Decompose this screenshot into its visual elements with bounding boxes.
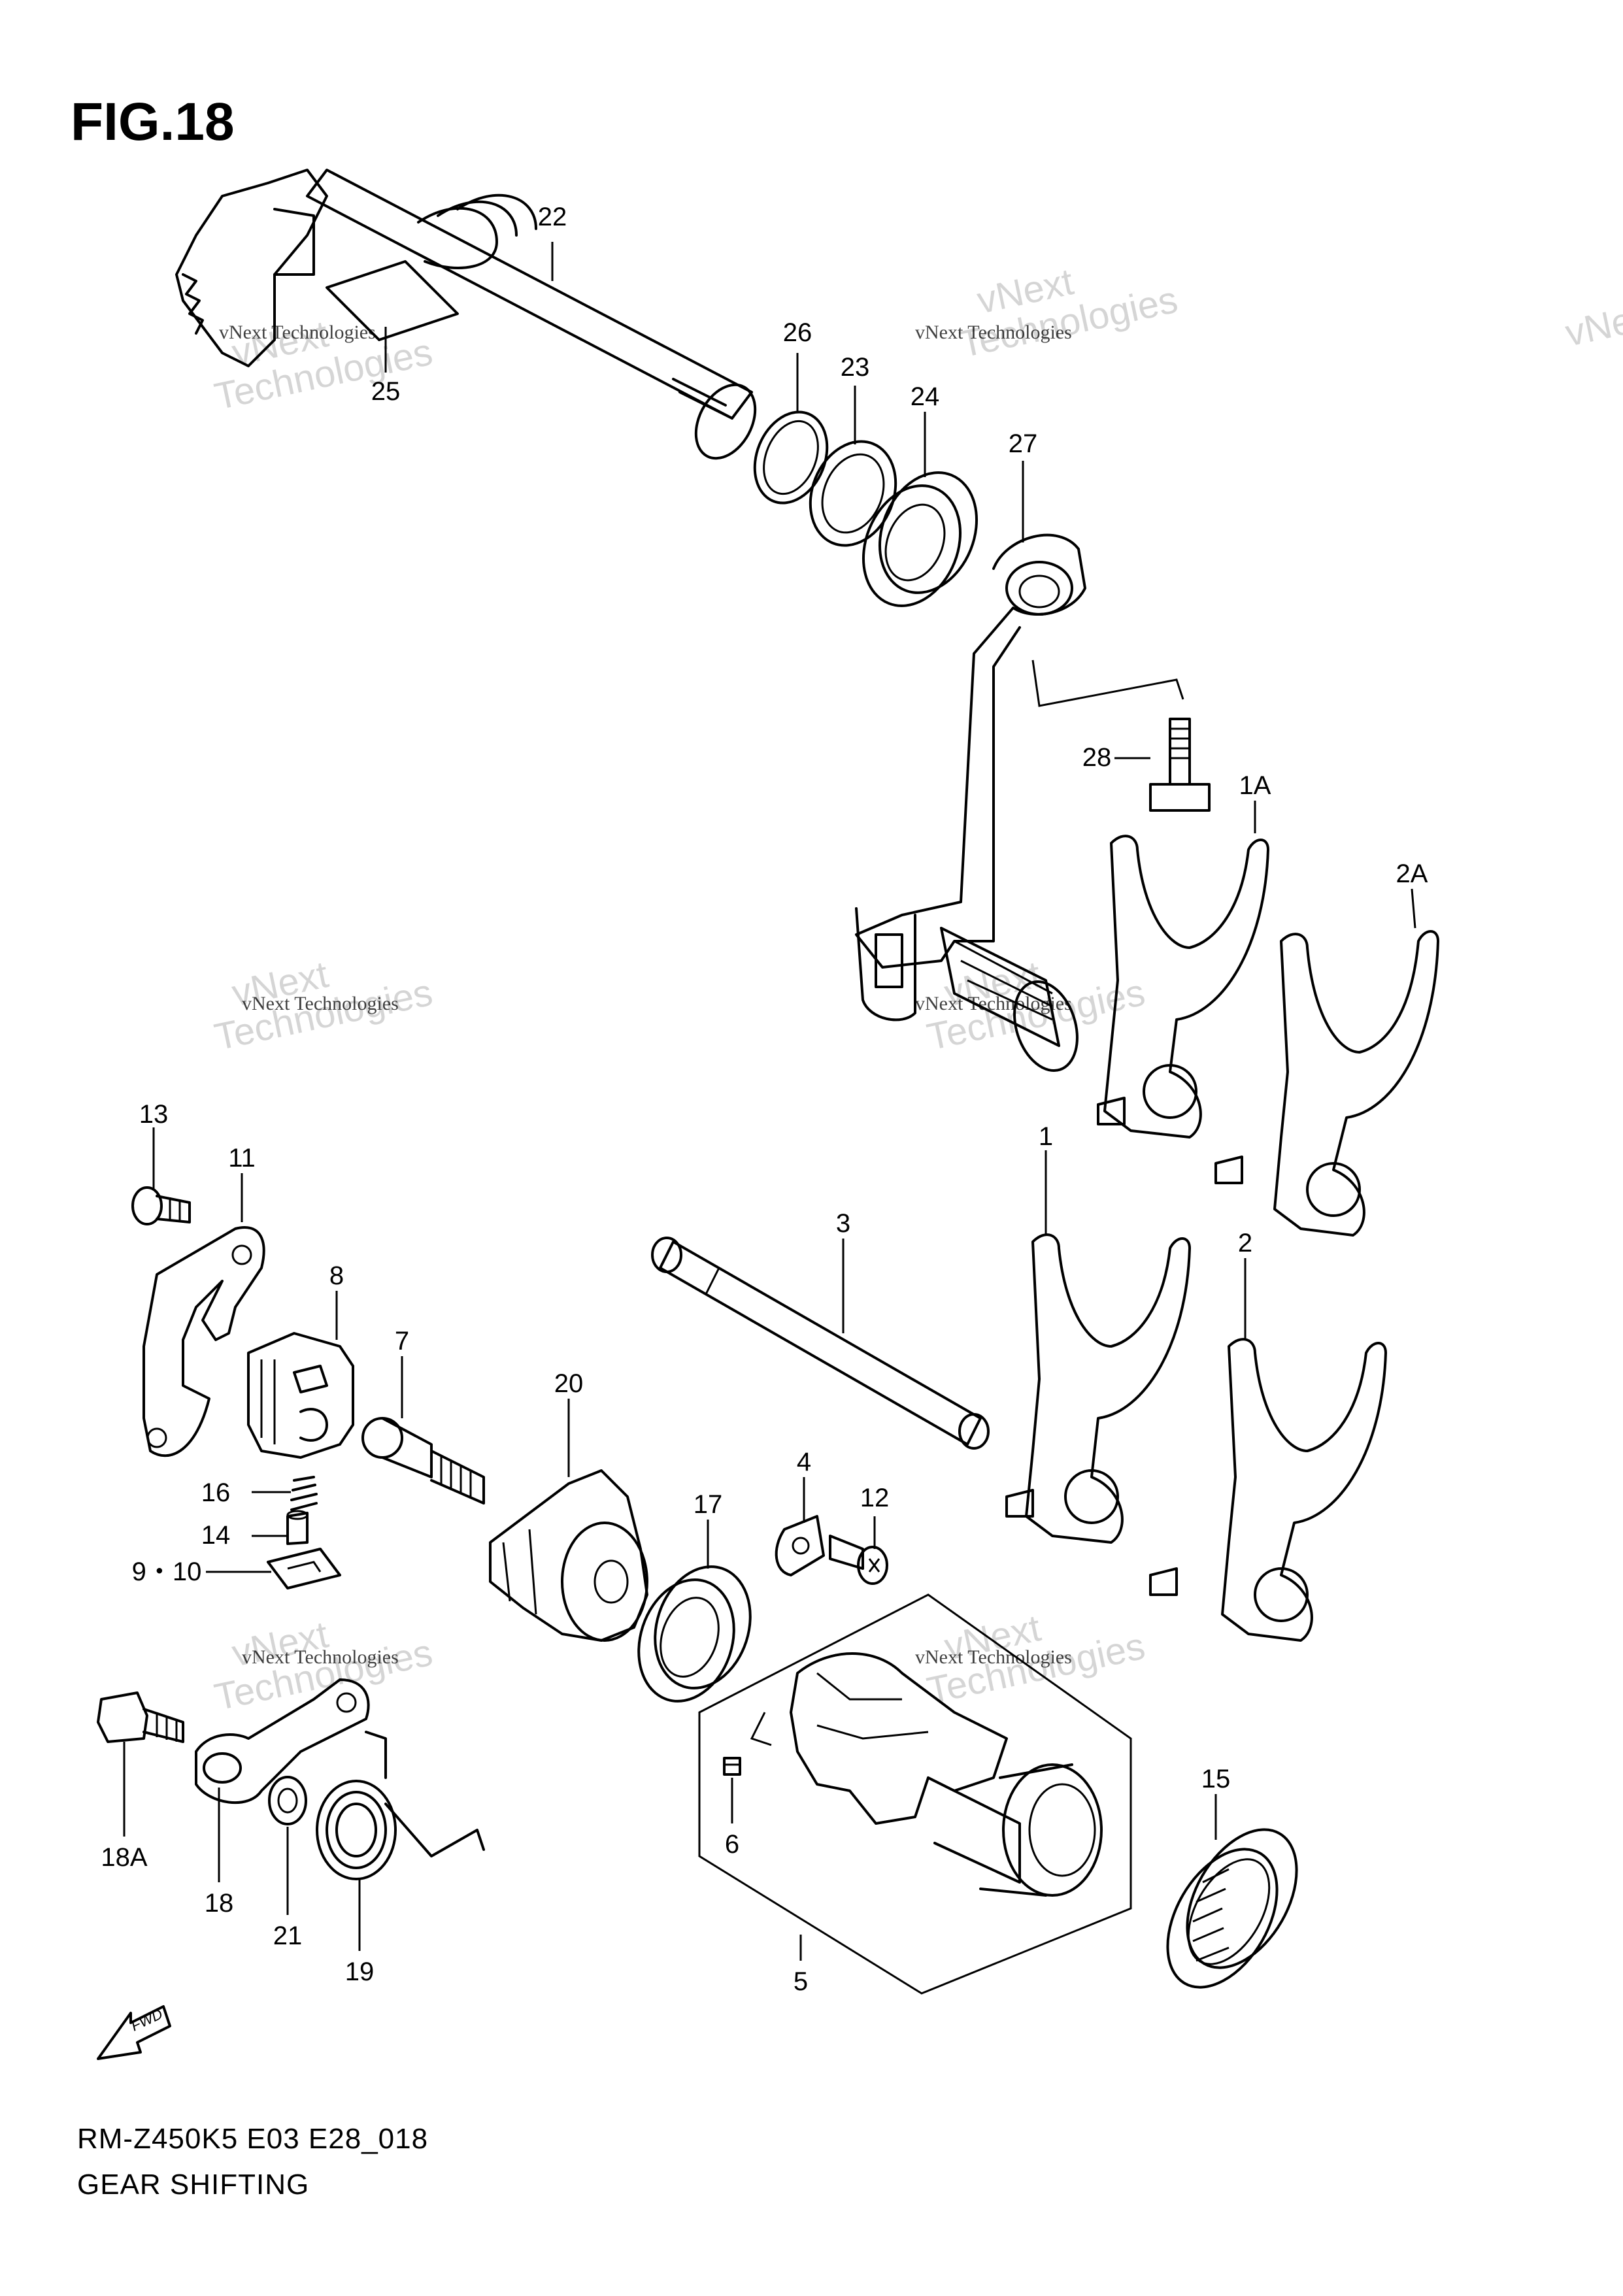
part-17-bearing	[637, 1565, 752, 1703]
callout-14: 14	[201, 1521, 231, 1550]
figure-caption: GEAR SHIFTING	[77, 2169, 310, 2201]
part-18A-bolt	[97, 1691, 184, 1743]
part-12-screw	[829, 1535, 888, 1585]
part-18-gearshift-arm	[195, 1678, 370, 1805]
callout-28: 28	[1082, 743, 1112, 772]
part-2A-shift-fork	[1214, 930, 1439, 1237]
callout-12: 12	[860, 1484, 890, 1512]
part-27-gearshift-lever	[855, 533, 1184, 1073]
part-26-circlip	[753, 410, 829, 505]
part-7-bolt	[361, 1417, 485, 1505]
part-5-gearshift-cam	[698, 1593, 1132, 1995]
part-28-bolt	[1149, 718, 1211, 812]
part-24-oil-seal	[862, 471, 979, 607]
callout-1A: 1A	[1239, 771, 1271, 800]
callout-26: 26	[783, 318, 812, 347]
watermark-line1: vNext	[1562, 293, 1623, 354]
callout-27: 27	[1009, 429, 1038, 458]
callout-18A: 18A	[101, 1843, 147, 1872]
part-9-10-cam-stopper	[267, 1548, 341, 1589]
part-3-fork-shaft	[651, 1237, 990, 1450]
callout-2: 2	[1238, 1229, 1252, 1257]
watermark: vNext Technologies	[956, 260, 1182, 365]
callout-18: 18	[205, 1889, 234, 1918]
callout-labels: 22 25 26 23 24 27 28 1A 2A 13 11 8 7 20 …	[101, 203, 1428, 1996]
figure-title: FIG.18	[71, 92, 235, 152]
callout-23: 23	[841, 353, 870, 382]
part-22-gearshift-shaft	[175, 169, 757, 460]
watermark-small: vNext Technologies	[219, 322, 376, 343]
watermark-small: vNext Technologies	[915, 322, 1072, 343]
part-23-washer	[809, 440, 897, 547]
callout-21: 21	[273, 1922, 303, 1950]
watermark-small: vNext Technologies	[242, 1646, 399, 1668]
callout-13: 13	[139, 1100, 169, 1129]
fwd-arrow-icon: FWD	[97, 2005, 171, 2060]
callout-15: 15	[1201, 1765, 1231, 1793]
callout-2A: 2A	[1396, 859, 1428, 888]
callout-5: 5	[794, 1967, 808, 1996]
watermark: vNext Technologies	[211, 312, 437, 418]
callout-4: 4	[797, 1448, 811, 1476]
part-8-cam-guide	[247, 1332, 354, 1459]
part-1-shift-fork	[1005, 1233, 1191, 1544]
part-6-pin	[723, 1757, 741, 1776]
part-19-return-spring	[316, 1731, 485, 1880]
callout-24: 24	[911, 382, 940, 411]
watermark-small: vNext Technologies	[242, 993, 399, 1014]
callout-22: 22	[538, 203, 567, 231]
part-20-cam-driven-gear	[489, 1469, 648, 1642]
callout-3: 3	[836, 1209, 850, 1238]
callout-1: 1	[1039, 1122, 1053, 1151]
part-11-stopper-plate	[142, 1226, 265, 1457]
model-code: RM-Z450K5 E03 E28_018	[77, 2123, 429, 2155]
callout-11: 11	[228, 1144, 256, 1173]
callout-9-10: 9・10	[132, 1557, 202, 1586]
part-13-screw	[131, 1186, 191, 1225]
callout-6: 6	[725, 1830, 739, 1859]
part-1A-shift-fork	[1097, 835, 1269, 1139]
callout-17: 17	[694, 1490, 723, 1519]
part-16-spring	[290, 1476, 318, 1511]
watermark: vNext	[1562, 293, 1623, 354]
part-14-plunger	[286, 1510, 309, 1545]
leader-lines	[123, 242, 1416, 1961]
part-2-shift-fork	[1149, 1338, 1387, 1642]
callout-20: 20	[554, 1369, 584, 1398]
callout-7: 7	[395, 1327, 409, 1356]
callout-16: 16	[201, 1478, 231, 1507]
callout-19: 19	[345, 1957, 375, 1986]
watermark-group: vNext Technologies vNext Technologies vN…	[211, 260, 1623, 1718]
part-21-washer	[268, 1776, 307, 1825]
watermark-small: vNext Technologies	[915, 1646, 1072, 1668]
part-15-bearing	[1166, 1828, 1298, 1989]
callout-25: 25	[371, 377, 401, 406]
part-4-washer-plate	[775, 1515, 825, 1576]
callout-8: 8	[329, 1261, 344, 1290]
